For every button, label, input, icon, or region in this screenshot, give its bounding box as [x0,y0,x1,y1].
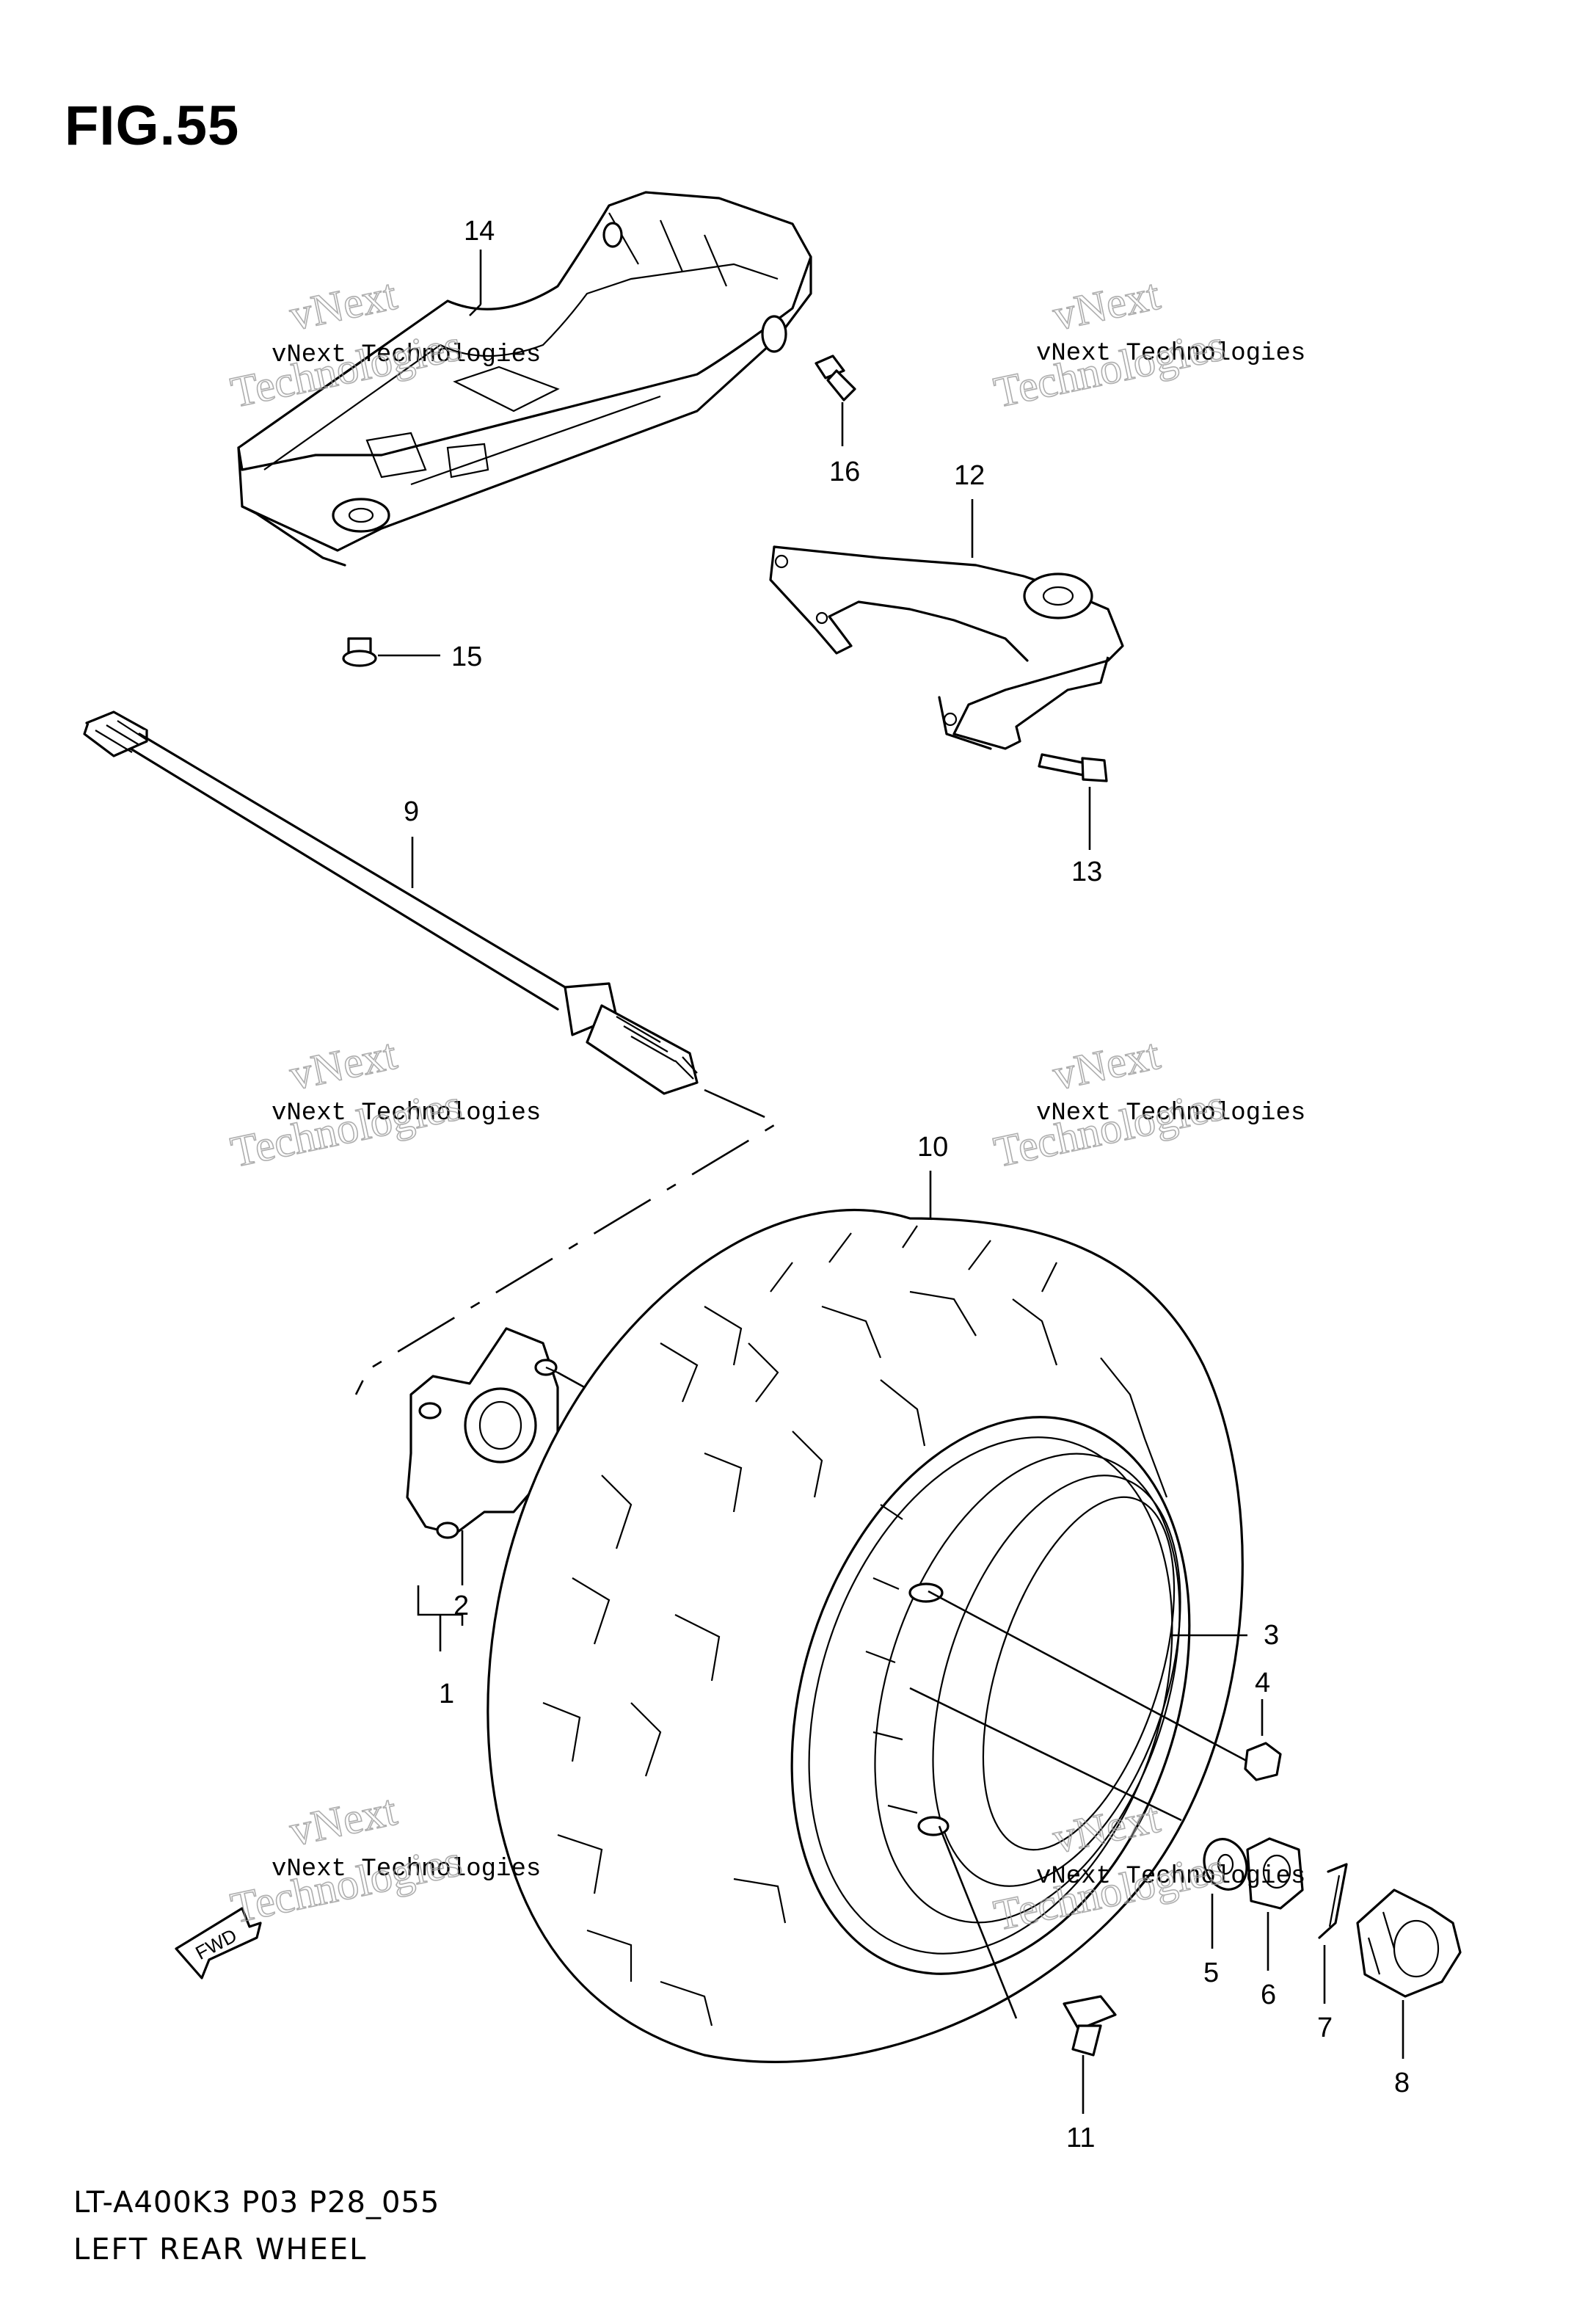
callout-3: 3 [1264,1620,1279,1651]
callout-14: 14 [464,216,495,247]
figure-description: LEFT REAR WHEEL [73,2233,368,2266]
callout-13: 13 [1071,857,1102,887]
svg-text:vNext Technologies: vNext Technologies [1036,340,1305,368]
callout-7: 7 [1317,2013,1333,2043]
valve-11 [1063,1995,1117,2057]
svg-text:Technologies: Technologies [990,1080,1229,1177]
svg-text:vNext Technologies: vNext Technologies [1036,1099,1305,1127]
callout-2: 2 [453,1591,469,1621]
svg-text:vNext: vNext [1049,1030,1164,1099]
svg-text:vNext: vNext [1049,270,1164,340]
nut-4 [1244,1742,1282,1781]
callout-16: 16 [829,457,860,487]
svg-text:vNext Technologies: vNext Technologies [1036,1863,1305,1891]
figure-title: FIG.55 [65,95,240,157]
callout-5: 5 [1203,1957,1219,1988]
hub-cap-8 [1356,1889,1462,1998]
axle-shaft [83,710,699,1095]
callout-6: 6 [1261,1980,1276,2010]
callout-9: 9 [404,796,419,827]
svg-text:vNext Technologies: vNext Technologies [272,1099,541,1127]
wheel-rim [790,1416,1191,1975]
svg-text:vNext Technologies: vNext Technologies [272,1855,541,1883]
svg-text:Technologies: Technologies [227,1836,466,1933]
svg-text:Technologies: Technologies [227,1080,466,1177]
bracket-12 [769,545,1124,750]
callout-8: 8 [1394,2068,1410,2098]
washer-5 [1203,1838,1248,1891]
svg-text:Technologies: Technologies [990,321,1229,417]
wheel-hub [406,1327,560,1539]
model-code: LT-A400K3 P03 P28_055 [73,2186,440,2220]
bolt-16 [815,355,856,401]
svg-text:vNext: vNext [285,1030,401,1099]
svg-text:vNext: vNext [285,1786,401,1855]
callout-15: 15 [451,641,482,672]
skid-plate-guard [237,191,812,567]
svg-text:vNext Technologies: vNext Technologies [272,341,541,369]
callout-4: 4 [1255,1668,1270,1698]
screw-15 [342,637,377,667]
callout-11: 11 [1066,2123,1095,2153]
cotter-pin-7 [1318,1863,1348,1939]
callout-12: 12 [954,460,985,491]
bolt-13 [1038,753,1108,782]
callout-1: 1 [439,1679,454,1709]
svg-text:vNext: vNext [285,270,401,340]
castle-nut-6 [1246,1837,1304,1910]
callout-10: 10 [917,1132,948,1163]
